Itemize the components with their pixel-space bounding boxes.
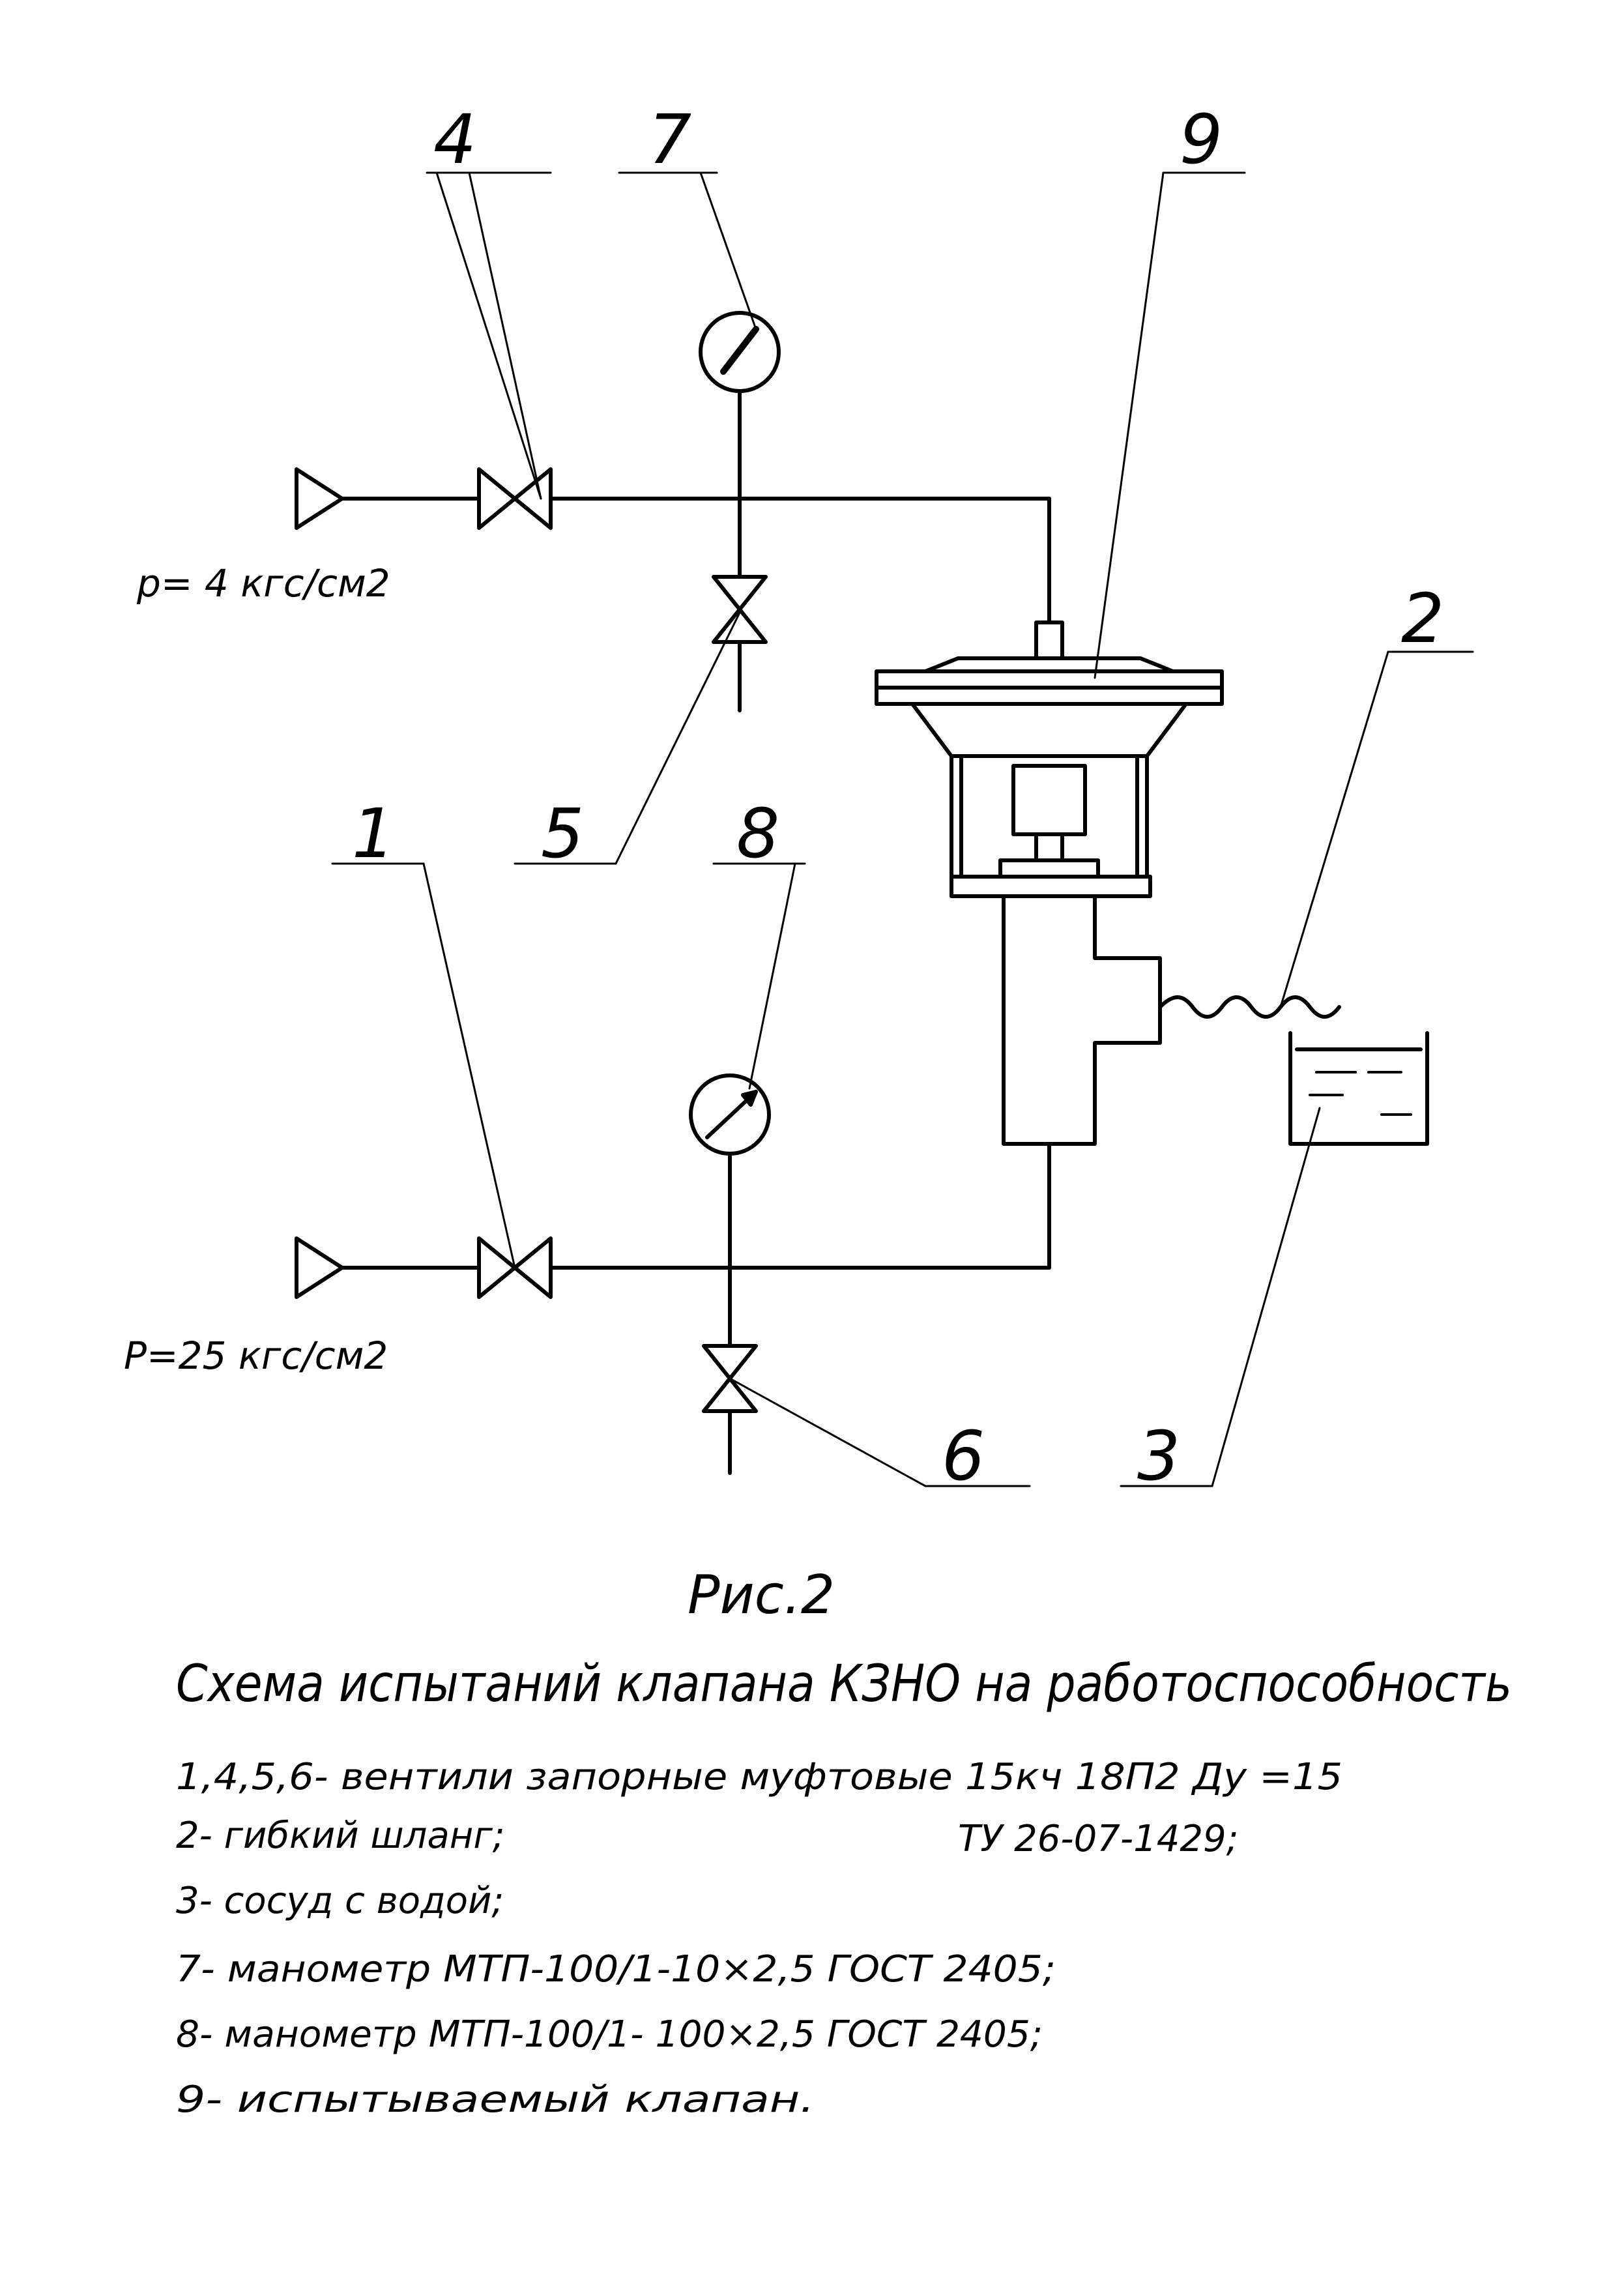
figure-title: Схема испытаний клапана КЗНО на работосп… [176, 1655, 1512, 1714]
callout-9: 9 [1180, 100, 1223, 179]
lower-inlet-arrow [295, 1236, 344, 1299]
flexible-hose-2 [1158, 995, 1341, 1019]
water-vessel-3 [1288, 1031, 1429, 1146]
valve-5-symbol [712, 575, 768, 644]
legend-line-1b: ТУ 26-07-1429; [958, 1818, 1238, 1860]
callout-5: 5 [541, 794, 584, 873]
pressure-upper-label: p= 4 кгс/см2 [136, 561, 390, 606]
tested-valve-9 [875, 620, 1429, 1146]
callout-4: 4 [433, 100, 476, 179]
legend-line-4: 7- манометр МТП-100/1-10×2,5 ГОСТ 2405; [176, 1948, 1056, 1991]
callout-3: 3 [1137, 1416, 1180, 1496]
callout-1: 1 [352, 794, 395, 873]
lower-supply-line [295, 1142, 1051, 1299]
upper-inlet-arrow [295, 467, 344, 530]
pressure-lower-label: P=25 кгс/см2 [124, 1334, 388, 1378]
legend-line-1: 1,4,5,6- вентили запорные муфтовые 15кч … [176, 1756, 1342, 1798]
callout-6: 6 [942, 1416, 985, 1496]
callout-7: 7 [648, 100, 691, 179]
callout-numbers: 4 7 9 2 5 8 1 6 3 [352, 100, 1444, 1496]
callout-2: 2 [1401, 579, 1444, 658]
legend: 1,4,5,6- вентили запорные муфтовые 15кч … [176, 1756, 1342, 2121]
gauge-7-branch [699, 311, 781, 712]
legend-line-3: 3- сосуд с водой; [176, 1880, 504, 1922]
legend-line-5: 8- манометр МТП-100/1- 100×2,5 ГОСТ 2405… [176, 2013, 1043, 2056]
callout-leaders [331, 171, 1474, 1487]
upper-supply-line [295, 467, 1051, 624]
legend-line-6: 9- испытываемый клапан. [176, 2079, 815, 2121]
callout-8: 8 [736, 794, 779, 873]
legend-line-2: 2- гибкий шланг; [176, 1815, 505, 1857]
gauge-8-branch [689, 1073, 771, 1475]
figure-number: Рис.2 [688, 1564, 835, 1626]
manometer-7-symbol [699, 311, 781, 393]
